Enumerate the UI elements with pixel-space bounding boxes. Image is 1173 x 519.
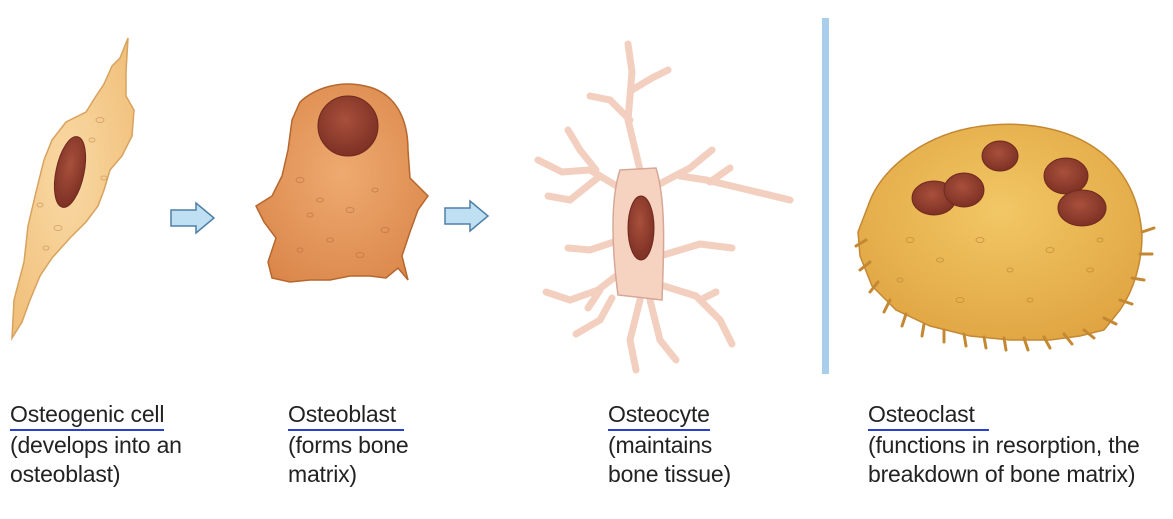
osteoblast-name: Osteoblast (288, 400, 404, 431)
osteogenic-cell-description: (develops into an osteoblast) (10, 431, 250, 489)
osteocyte-label: Osteocyte (maintains bone tissue) (608, 400, 808, 489)
osteoblast-label: Osteoblast (forms bone matrix) (288, 400, 488, 489)
osteogenic-cell-name: Osteogenic cell (10, 400, 164, 431)
divider (822, 18, 829, 374)
osteoblast-description: (forms bone matrix) (288, 431, 488, 489)
osteoblast-drawing (256, 84, 428, 282)
osteocyte-drawing (538, 44, 790, 370)
osteoclast-drawing (856, 124, 1154, 350)
osteoclast-name: Osteoclast (868, 400, 989, 431)
osteocyte-description: (maintains bone tissue) (608, 431, 808, 489)
osteogenic-cell-label: Osteogenic cell (develops into an osteob… (10, 400, 250, 489)
arrow-osteogenic-to-osteoblast-icon (171, 203, 214, 233)
arrow-osteoblast-to-osteocyte-icon (445, 201, 488, 231)
osteoclast-description: (functions in resorption, the breakdown … (868, 431, 1168, 489)
osteoclast-label: Osteoclast (functions in resorption, the… (868, 400, 1168, 489)
osteocyte-name: Osteocyte (608, 400, 710, 431)
osteogenic-cell-drawing (12, 38, 134, 338)
